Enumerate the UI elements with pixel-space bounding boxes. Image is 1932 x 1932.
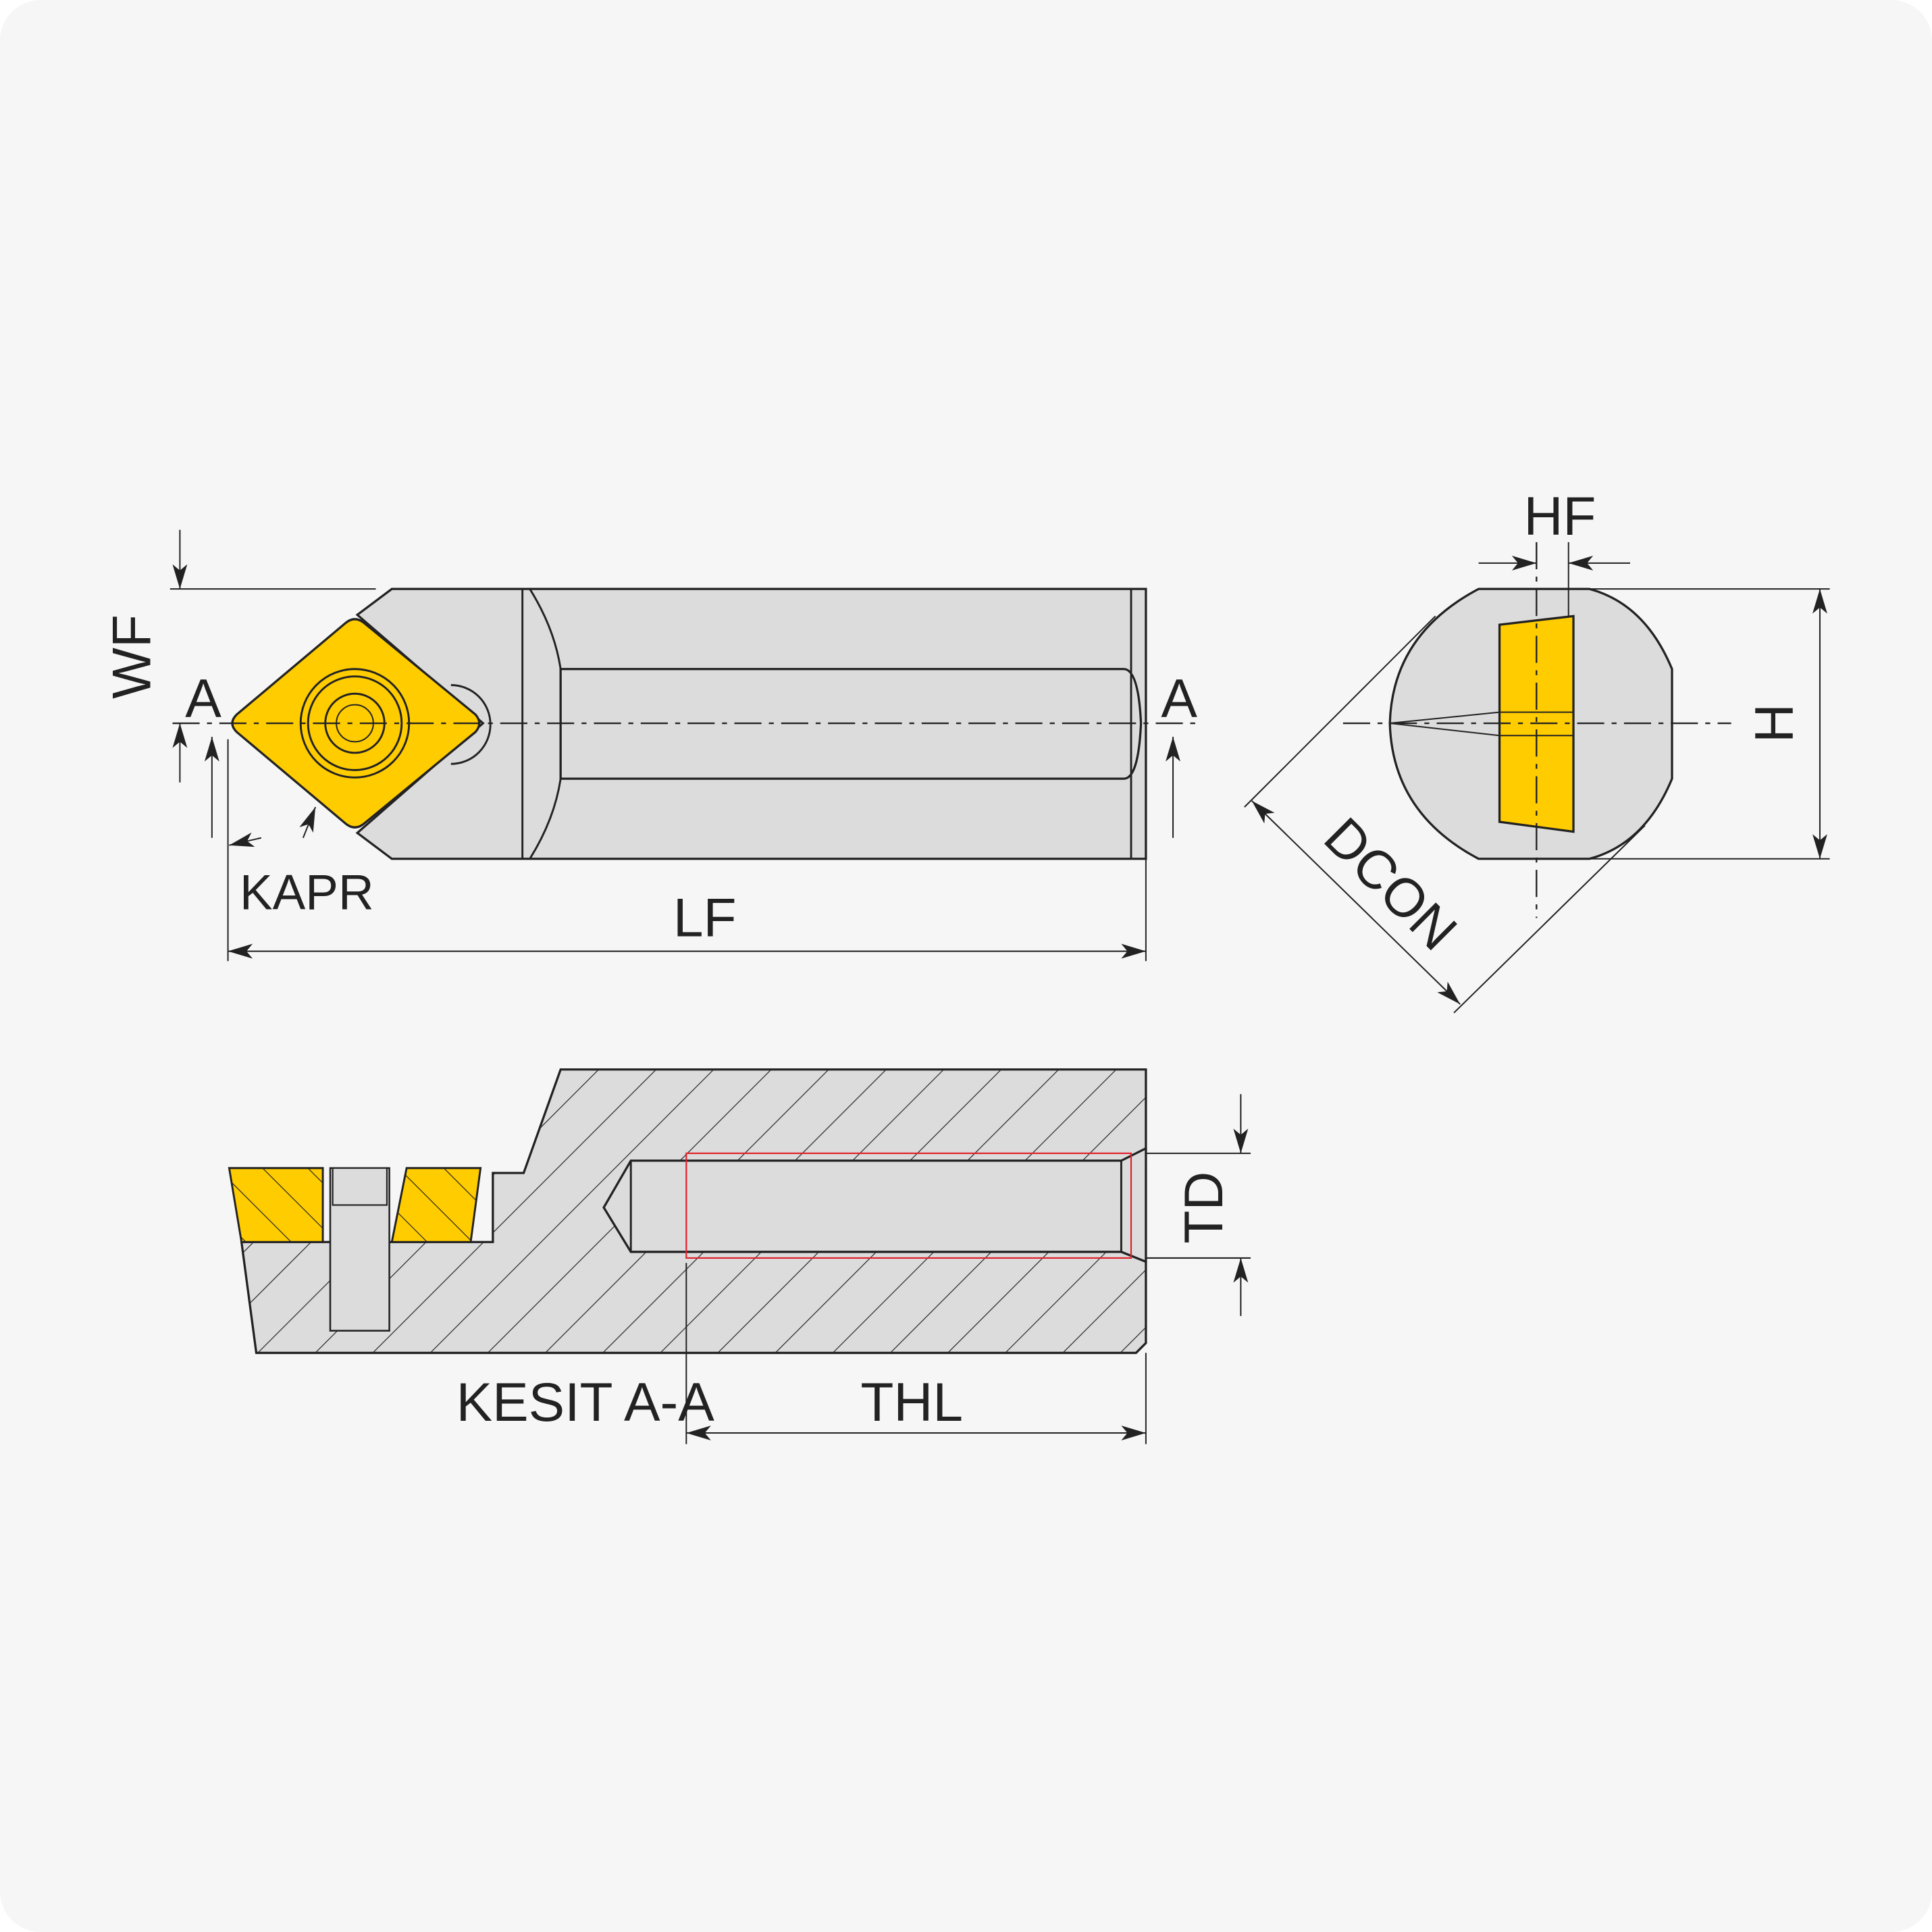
section-view: TD KESIT A-A THL bbox=[228, 1068, 1251, 1444]
hf-label: HF bbox=[1523, 486, 1596, 547]
bore bbox=[602, 1146, 1147, 1263]
section-mark-left: A bbox=[185, 669, 221, 729]
dcon-dimension bbox=[1251, 800, 1461, 1005]
lf-label: LF bbox=[673, 888, 737, 949]
top-view: WF A A KAPR LF bbox=[102, 529, 1202, 962]
tip-line-2 bbox=[1390, 723, 1500, 737]
dcon-ext-2 bbox=[1453, 825, 1646, 1014]
screw-head-section bbox=[332, 1167, 388, 1206]
tip-line-1 bbox=[1390, 711, 1500, 725]
thl-label: THL bbox=[860, 1372, 963, 1433]
wf-label: WF bbox=[102, 615, 163, 699]
side-view: HF H DCON bbox=[1244, 486, 1830, 1014]
kapr-arrow-2 bbox=[299, 806, 317, 839]
h-label: H bbox=[1744, 704, 1805, 743]
dcon-ext-1 bbox=[1244, 615, 1436, 808]
section-title: KESIT A-A bbox=[456, 1372, 715, 1433]
kapr-label: KAPR bbox=[240, 866, 374, 920]
kapr-arrow-1 bbox=[229, 832, 262, 847]
clamp-pin bbox=[450, 684, 492, 765]
insert bbox=[231, 618, 481, 829]
insert-section-right bbox=[390, 1167, 482, 1243]
screw-head-ring bbox=[307, 675, 403, 771]
insert-section-left bbox=[228, 1167, 324, 1243]
td-label: TD bbox=[1174, 1172, 1234, 1244]
thread-outline bbox=[685, 1152, 1132, 1259]
section-mark-right: A bbox=[1161, 669, 1197, 729]
